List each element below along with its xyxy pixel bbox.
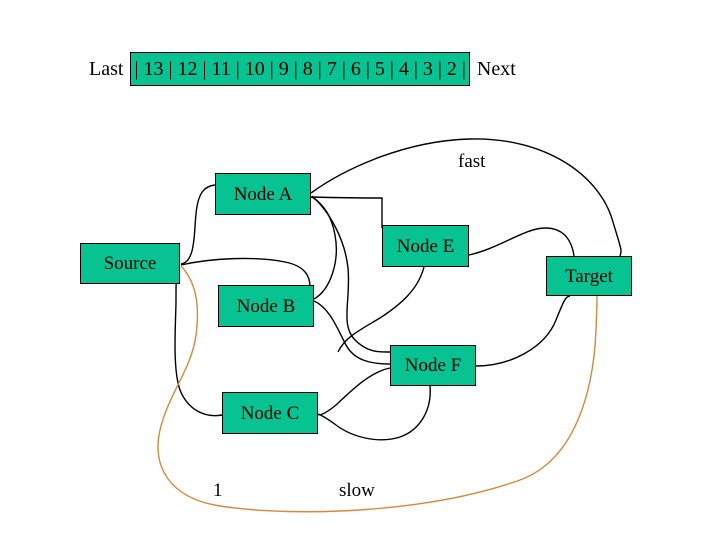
edge-node-c-left [174, 265, 223, 417]
queue-item[interactable]: 10 [244, 57, 265, 80]
edge-node-b-right [311, 196, 337, 300]
node-label: Node E [396, 235, 455, 257]
queue-item[interactable]: 2 [446, 57, 457, 80]
edge-node-e-target [468, 227, 575, 257]
edge-node-a-fast-target [310, 138, 622, 257]
last-label: Last [89, 57, 124, 80]
node-node-f[interactable]: Node F [390, 345, 476, 386]
queue-separator: | [202, 57, 207, 80]
queue-separator: | [389, 57, 394, 80]
queue-item[interactable]: 8 [302, 57, 313, 80]
edge-node-f-loop [317, 385, 431, 441]
edge-node-a-down-right [311, 195, 391, 353]
node-label: Source [103, 253, 157, 274]
node-label: Node B [236, 295, 296, 317]
label-fast: fast [458, 151, 486, 172]
next-label: Next [476, 57, 516, 80]
queue-separator: | [269, 57, 274, 80]
node-node-b[interactable]: Node B [218, 285, 314, 327]
edge-node-f-node-c [317, 367, 391, 416]
node-source[interactable]: Source [80, 243, 180, 284]
queue-item[interactable]: 12 [177, 57, 198, 80]
edge-node-a-node-e [310, 196, 383, 228]
queue-separator: | [341, 57, 346, 80]
queue-item[interactable]: 5 [374, 57, 385, 80]
edge-source-node-a [180, 184, 216, 265]
queue-separator: | [293, 57, 298, 80]
queue-bar[interactable]: |13|12|11|10|9|8|7|6|5|4|3|2| [130, 52, 470, 86]
edge-node-b-down [313, 300, 391, 365]
queue-separator: | [461, 57, 466, 80]
node-node-a[interactable]: Node A [215, 173, 311, 215]
queue-item[interactable]: 11 [211, 57, 231, 80]
queue-item[interactable]: 3 [422, 57, 433, 80]
edge-node-e-down [337, 266, 425, 353]
edge-source-node-b [180, 257, 311, 288]
edge-slow-source-target [157, 265, 598, 513]
node-label: Node F [404, 355, 462, 376]
queue-item[interactable]: 4 [398, 57, 409, 80]
label-slow: slow [339, 480, 375, 501]
queue-item[interactable]: 9 [278, 57, 289, 80]
node-node-e[interactable]: Node E [382, 225, 469, 267]
queue-separator: | [235, 57, 240, 80]
queue-item[interactable]: 13 [143, 57, 164, 80]
queue-separator: | [134, 57, 139, 80]
queue-separator: | [365, 57, 370, 80]
edge-node-f-right [475, 295, 571, 367]
label-weight-one: 1 [213, 480, 223, 501]
queue-separator: | [413, 57, 418, 80]
queue-item[interactable]: 7 [326, 57, 337, 80]
node-label: Node A [233, 183, 293, 205]
node-target[interactable]: Target [546, 256, 632, 296]
queue-separator: | [437, 57, 442, 80]
queue-separator: | [168, 57, 173, 80]
queue-header: Last |13|12|11|10|9|8|7|6|5|4|3|2| Next [82, 52, 523, 86]
queue-item[interactable]: 6 [350, 57, 361, 80]
node-label: Target [565, 265, 613, 287]
node-node-c[interactable]: Node C [222, 392, 318, 434]
queue-separator: | [317, 57, 322, 80]
node-label: Node C [240, 402, 300, 424]
